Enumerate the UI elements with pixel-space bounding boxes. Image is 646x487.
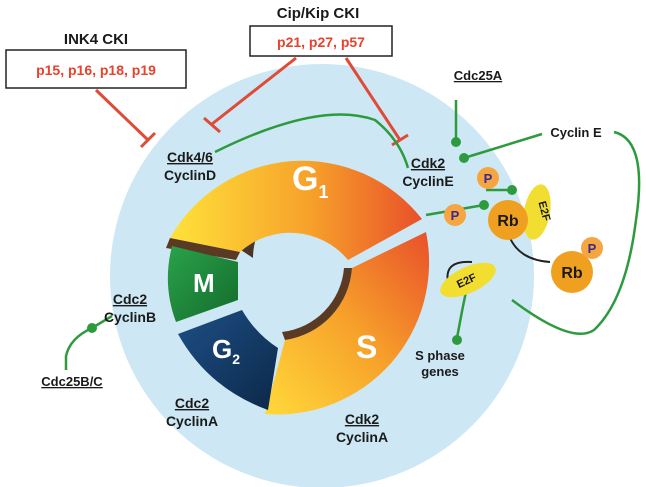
cdc2b-kinase: Cdc2 <box>113 291 147 307</box>
cipkip-title: Cip/Kip CKI <box>277 5 360 22</box>
cdk46-cyclin: CyclinD <box>164 167 216 183</box>
s-segment-inner-edge <box>282 268 352 340</box>
rb-release-line <box>509 237 551 263</box>
m-phase-segment <box>167 246 238 322</box>
phospho-label-3: P <box>588 241 597 256</box>
ink4-box <box>5 49 187 89</box>
e2f-free-ellipse <box>440 262 496 298</box>
rb-free-circle <box>551 251 593 293</box>
g2-phase-segment <box>178 310 278 410</box>
rb-bound-circle <box>488 200 528 240</box>
g2-phase-label: G2 <box>212 334 240 367</box>
cell-background-disc <box>110 64 534 487</box>
cdc25a-label: Cdc25A <box>454 68 503 83</box>
cdc2b-cyclin: CyclinB <box>104 309 156 325</box>
cdk2e-kinase: Cdk2 <box>411 155 445 171</box>
s-phase-segment <box>265 232 430 415</box>
complex-cdk46-cyclind: Cdk4/6 CyclinD <box>164 149 216 183</box>
cdc2a-cyclin: CyclinA <box>166 413 218 429</box>
phospho-circle-1 <box>477 167 499 189</box>
m-phase-label: M <box>193 268 215 298</box>
cdc2a-kinase: Cdc2 <box>175 395 209 411</box>
s-phase-genes-line2: genes <box>421 364 459 379</box>
g1-phase-label: G1 <box>292 160 328 202</box>
activation-dots <box>87 137 517 345</box>
complex-cdc2-cyclinb: Cdc2 CyclinB <box>104 291 156 325</box>
s-phase-label: S <box>356 329 377 365</box>
cdk46-kinase: Cdk4/6 <box>167 149 213 165</box>
s-phase-genes-line1: S phase <box>415 348 465 363</box>
ink4-members: p15, p16, p18, p19 <box>36 62 156 78</box>
rb-bound-label: Rb <box>497 213 519 230</box>
phospho-label-2: P <box>451 208 460 223</box>
cdk2a-kinase: Cdk2 <box>345 411 379 427</box>
ink4-title: INK4 CKI <box>64 31 128 48</box>
complex-cdc2-cyclina: Cdc2 CyclinA <box>166 395 218 429</box>
phospho-circle-3 <box>581 237 603 259</box>
cdk2e-cyclin: CyclinE <box>402 173 453 189</box>
cipkip-members: p21, p27, p57 <box>277 34 365 50</box>
inhibition-arrows <box>94 56 409 149</box>
e2f-bound-ellipse <box>523 184 551 240</box>
cyclin-e-label: Cyclin E <box>550 125 602 140</box>
activation-lines <box>64 100 641 370</box>
g1-segment-edge <box>166 238 240 260</box>
phospho-circle-2 <box>444 204 466 226</box>
phospho-label-1: P <box>484 171 493 186</box>
cdk2a-cyclin: CyclinA <box>336 429 388 445</box>
e2f-bound-label: E2F <box>535 200 552 223</box>
complex-cdk2-cycline: Cdk2 CyclinE <box>402 155 453 189</box>
rb-free-label: Rb <box>561 265 583 282</box>
complex-cdk2-cyclina: Cdk2 CyclinA <box>336 411 388 445</box>
g1-phase-segment <box>170 160 422 260</box>
cipkip-box <box>249 25 393 57</box>
cdc25bc-label: Cdc25B/C <box>41 374 103 389</box>
